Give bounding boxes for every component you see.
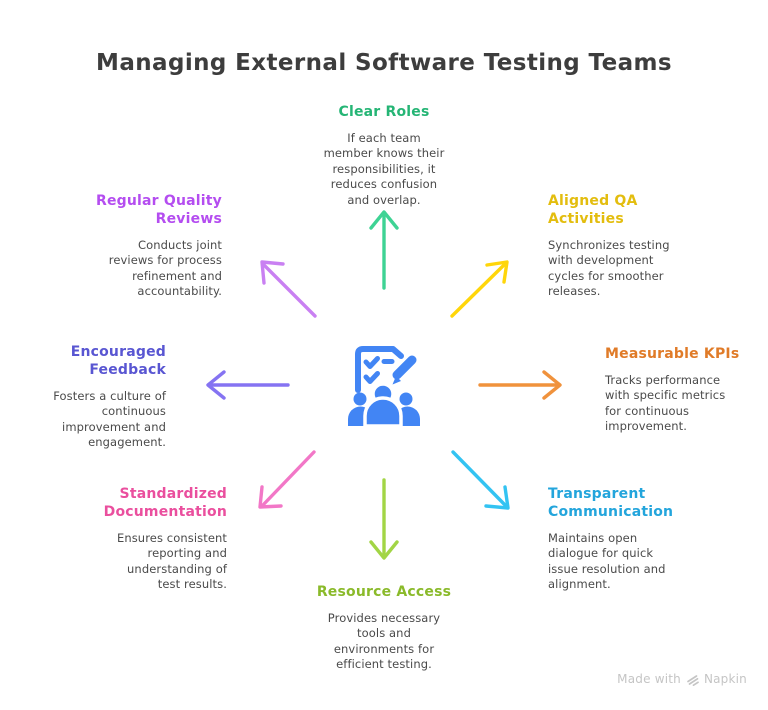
page-title: Managing External Software Testing Teams — [96, 50, 672, 76]
spoke-description: Maintains open dialogue for quick issue … — [548, 530, 666, 592]
arrow-up — [369, 210, 399, 290]
spoke-description: Conducts joint reviews for process refin… — [108, 237, 222, 299]
spoke-regular-quality-reviews: Regular Quality Reviews Conducts joint r… — [58, 193, 222, 299]
spoke-label: Clear Roles — [338, 104, 430, 120]
arrow-right — [478, 370, 562, 400]
spoke-description: Tracks performance with specific metrics… — [605, 372, 726, 434]
spoke-label: Resource Access — [316, 584, 452, 600]
made-with-napkin-credit: Made with Napkin — [617, 672, 747, 686]
spoke-clear-roles: Clear Roles If each team member knows th… — [302, 104, 466, 208]
spoke-description: Ensures consistent reporting and underst… — [116, 530, 227, 592]
spoke-label: Standardized Documentation — [103, 486, 227, 520]
arrow-up-left — [260, 260, 317, 318]
arrow-up-right — [450, 260, 509, 318]
spoke-label: Regular Quality Reviews — [95, 193, 222, 227]
spoke-label: Aligned QA Activities — [548, 193, 638, 227]
arrow-down-left — [258, 450, 316, 509]
spoke-label: Transparent Communication — [548, 486, 674, 520]
spoke-transparent-communication: Transparent Communication Maintains open… — [548, 486, 718, 592]
napkin-logo-icon — [687, 674, 699, 686]
made-with-text: Made with — [617, 672, 681, 686]
spoke-description: If each team member knows their responsi… — [323, 130, 445, 207]
arrow-left — [206, 370, 290, 400]
spoke-description: Provides necessary tools and environment… — [327, 610, 441, 672]
spoke-encouraged-feedback: Encouraged Feedback Fosters a culture of… — [18, 344, 166, 450]
spoke-measurable-kpis: Measurable KPIs Tracks performance with … — [605, 346, 763, 435]
team-checklist-icon — [339, 336, 431, 428]
spoke-resource-access: Resource Access Provides necessary tools… — [302, 584, 466, 673]
napkin-brand-text: Napkin — [703, 672, 747, 686]
spoke-standardized-documentation: Standardized Documentation Ensures consi… — [62, 486, 227, 592]
spoke-description: Fosters a culture of continuous improvem… — [53, 388, 166, 450]
arrow-down — [369, 478, 399, 560]
spoke-label: Encouraged Feedback — [70, 344, 166, 378]
spoke-description: Synchronizes testing with development cy… — [548, 237, 670, 299]
arrow-down-right — [451, 450, 510, 510]
spoke-label: Measurable KPIs — [605, 346, 740, 362]
spoke-aligned-qa-activities: Aligned QA Activities Synchronizes testi… — [548, 193, 718, 299]
